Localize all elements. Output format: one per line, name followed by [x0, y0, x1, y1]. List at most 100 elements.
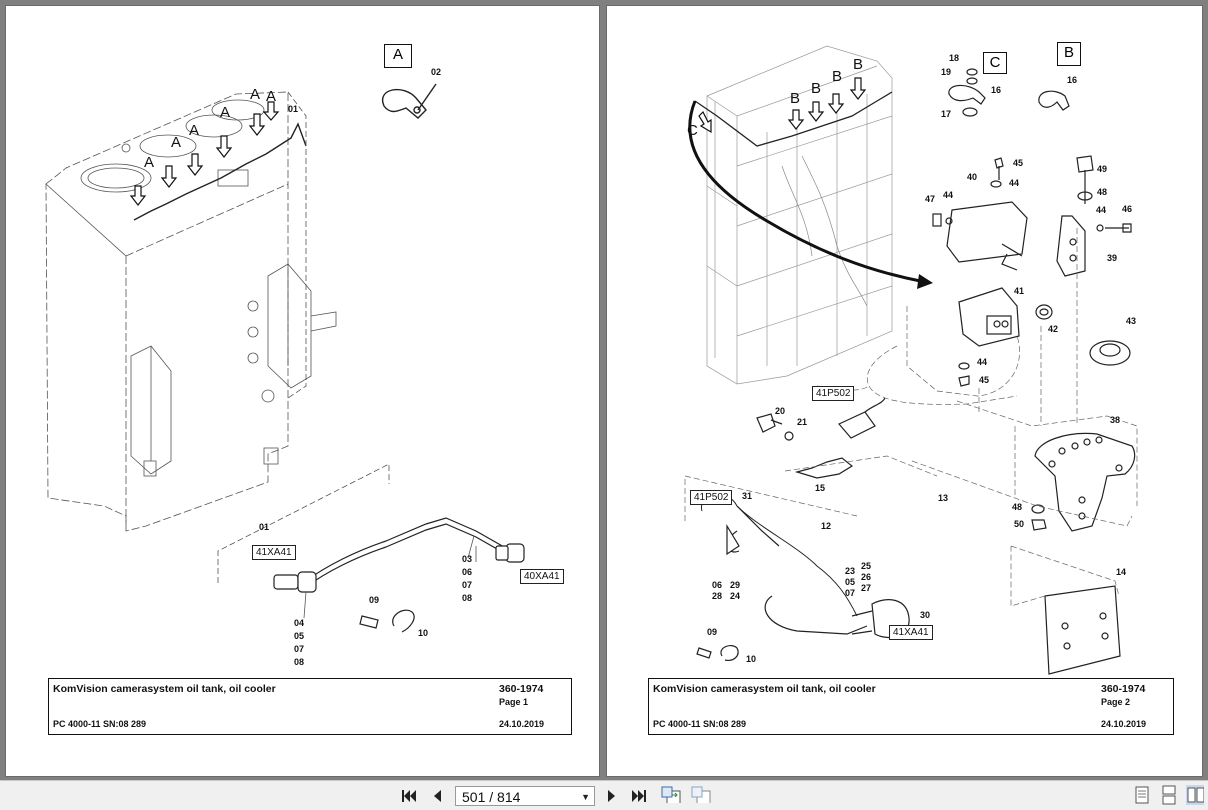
view-label-box-b: B	[1057, 42, 1081, 66]
callout-26: 26	[861, 572, 872, 582]
callout-42: 42	[1048, 324, 1059, 334]
arrow-label-a: A	[189, 122, 200, 139]
callout-24: 24	[730, 591, 741, 601]
title-block: KomVision camerasystem oil tank, oil coo…	[48, 678, 572, 735]
callout-17: 17	[941, 109, 952, 119]
callout-07: 07	[845, 588, 856, 598]
two-page-view-icon[interactable]	[1186, 785, 1204, 805]
view-label-b: B	[1063, 44, 1074, 61]
connector-tag-41xa41: 41XA41	[889, 625, 933, 640]
arrow-label-a: A	[220, 104, 231, 121]
callout-47: 47	[925, 194, 936, 204]
doc-date: 24.10.2019	[1101, 719, 1147, 729]
arrow-label-b: B	[811, 80, 822, 97]
connector-tag-40xa41: 40XA41	[520, 569, 564, 584]
document-page-left: A 02 01 01 03 07 08 06 09 10 04 05 07 08…	[6, 6, 599, 776]
page-extract-icon[interactable]	[660, 785, 682, 803]
arrow-label-a: A	[266, 88, 277, 105]
callout-08: 08	[462, 593, 473, 603]
oil-cooler-drawing	[684, 45, 1138, 675]
page-copy-icon[interactable]	[690, 785, 712, 803]
arrow-label-b: B	[853, 56, 864, 73]
continuous-view-icon[interactable]	[1160, 785, 1178, 805]
drawing-title: KomVision camerasystem oil tank, oil coo…	[53, 683, 276, 695]
callout-43: 43	[1126, 316, 1137, 326]
callout-49: 49	[1097, 164, 1108, 174]
chevron-down-icon: ▼	[581, 792, 590, 802]
callout-07: 07	[462, 580, 473, 590]
callout-02: 02	[431, 67, 442, 77]
callout-10: 10	[418, 628, 429, 638]
title-block: KomVision camerasystem oil tank, oil coo…	[648, 678, 1174, 735]
single-page-view-icon[interactable]	[1133, 785, 1151, 805]
callout-01: 01	[288, 104, 299, 114]
callout-08-b: 08	[294, 657, 305, 667]
callout-46: 46	[1122, 204, 1133, 214]
arrow-label-a: A	[144, 154, 155, 171]
arrow-label-c: C	[687, 122, 698, 139]
arrow-label-a: A	[250, 86, 261, 103]
callout-10: 10	[746, 654, 757, 664]
page-number-dropdown[interactable]: 501 / 814 ▼	[455, 786, 595, 806]
document-page-right: C B C B B B B 18 19 16 17 16 45 44 40 47…	[607, 6, 1202, 776]
callout-06: 06	[462, 567, 473, 577]
callout-21: 21	[797, 417, 808, 427]
view-label-c: C	[989, 54, 1001, 71]
callout-13: 13	[938, 493, 949, 503]
machine-serial: PC 4000-11 SN:08 289	[653, 719, 747, 729]
view-label-box: A	[384, 44, 412, 68]
callout-40: 40	[967, 172, 978, 182]
doc-date: 24.10.2019	[499, 719, 545, 729]
view-label: A	[392, 46, 403, 63]
page-number-text: Page 2	[1101, 697, 1131, 707]
callout-44-c: 44	[1096, 205, 1107, 215]
callout-05: 05	[294, 631, 305, 641]
arrow-label-b: B	[790, 90, 801, 107]
arrow-label-b: B	[832, 68, 843, 85]
first-page-icon[interactable]	[400, 787, 418, 805]
callout-16-b: 16	[1067, 75, 1078, 85]
view-label-box-c: C	[983, 52, 1007, 74]
callout-45: 45	[1013, 158, 1024, 168]
callout-45-b: 45	[979, 375, 990, 385]
callout-05: 05	[845, 577, 856, 587]
page-indicator: 501 / 814	[462, 789, 521, 805]
callout-19: 19	[941, 67, 952, 77]
connector-tag-41p502: 41P502	[812, 386, 855, 401]
callout-07-b: 07	[294, 644, 305, 654]
callout-30: 30	[920, 610, 931, 620]
callout-39: 39	[1107, 253, 1118, 263]
callout-20: 20	[775, 406, 786, 416]
callout-09: 09	[707, 627, 718, 637]
callout-48: 48	[1097, 187, 1108, 197]
arrow-label-a: A	[171, 134, 182, 151]
callout-12: 12	[821, 521, 832, 531]
callout-41: 41	[1014, 286, 1025, 296]
callout-01-assembly: 01	[259, 522, 270, 532]
connector-tag-41p502-b: 41P502	[690, 490, 733, 505]
callout-27: 27	[861, 583, 872, 593]
next-page-icon[interactable]	[605, 787, 619, 805]
callout-14: 14	[1116, 567, 1127, 577]
callout-18: 18	[949, 53, 960, 63]
doc-number: 360-1974	[499, 683, 544, 695]
drawing-title: KomVision camerasystem oil tank, oil coo…	[653, 683, 876, 695]
callout-50: 50	[1014, 519, 1025, 529]
prev-page-icon[interactable]	[430, 787, 444, 805]
callout-16: 16	[991, 85, 1002, 95]
callout-03: 03	[462, 554, 473, 564]
callout-44-d: 44	[977, 357, 988, 367]
callout-04: 04	[294, 618, 305, 628]
page-number-text: Page 1	[499, 697, 529, 707]
viewer-toolbar: 501 / 814 ▼	[0, 780, 1208, 810]
callout-09: 09	[369, 595, 380, 605]
callout-31: 31	[742, 491, 753, 501]
machine-serial: PC 4000-11 SN:08 289	[53, 719, 147, 729]
callout-15: 15	[815, 483, 826, 493]
callout-38: 38	[1110, 415, 1121, 425]
callout-28: 28	[712, 591, 723, 601]
callout-06: 06	[712, 580, 723, 590]
callout-29: 29	[730, 580, 741, 590]
last-page-icon[interactable]	[630, 787, 648, 805]
callout-23: 23	[845, 566, 856, 576]
